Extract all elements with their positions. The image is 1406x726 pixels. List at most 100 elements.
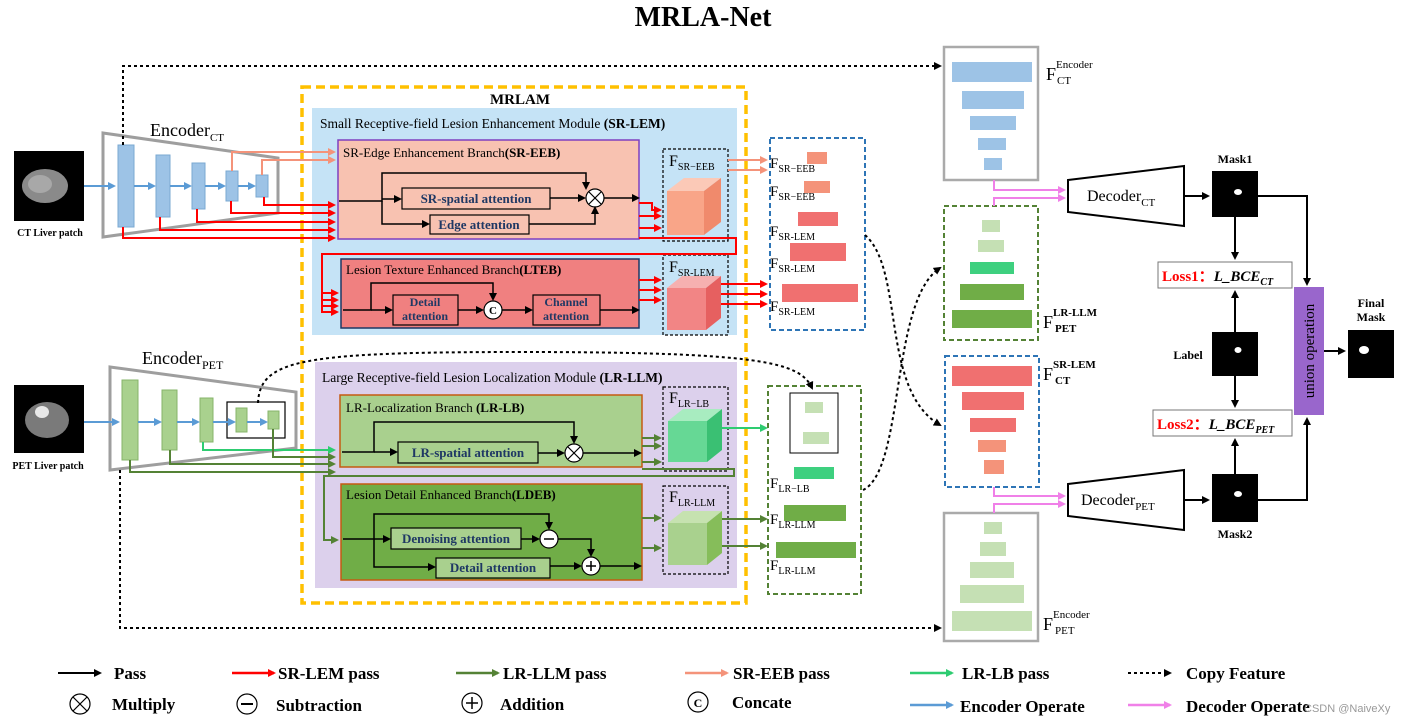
ct-input-image (14, 151, 84, 221)
sr-eeb-pass-arrows (231, 148, 336, 175)
decoder-operate-arrows (993, 180, 1066, 513)
label-image (1212, 332, 1258, 376)
lr-llm-title: Large Receptive-field Lesion Localizatio… (322, 370, 663, 385)
stack-ct-encoder-sub: CT (1057, 75, 1071, 87)
lteb-title: Lesion Texture Enhanced Branch(LTEB) (346, 262, 561, 277)
loss1-label: Loss1：L_BCECT (1162, 269, 1274, 288)
lr-output-label-0: FLR−LB (770, 476, 810, 495)
decoder-pet-label: DecoderPET (1081, 492, 1155, 513)
legend-subtraction-icon (236, 693, 258, 715)
sr-spatial-attention-label: SR-spatial attention (421, 191, 533, 206)
subtraction-symbol (539, 529, 559, 549)
legend-lr-lb-label: LR-LB pass (962, 664, 1050, 683)
lr-llm-pass-arrows (129, 429, 768, 552)
lr-spatial-attention-label: LR-spatial attention (412, 445, 525, 460)
denoising-attention-label: Denoising attention (402, 531, 511, 546)
detail-attention-ldeb-box (435, 557, 551, 579)
union-operation-label: union operation (1302, 303, 1318, 398)
stack-pet-encoder-sub: PET (1055, 625, 1075, 637)
lr-output-slabs (776, 402, 856, 558)
legend-multiply-icon (69, 693, 91, 715)
sr-eeb-output-arrows (728, 156, 768, 174)
decoder-ct (1067, 164, 1185, 228)
union-operation-box (1294, 287, 1324, 415)
legend-multiply-label: Multiply (112, 695, 176, 714)
legend-addition-label: Addition (500, 695, 565, 714)
legend-copy-feature-label: Copy Feature (1186, 664, 1286, 683)
sr-lem-cube (667, 276, 721, 330)
encoder-ct-label: EncoderCT (150, 120, 224, 144)
edge-attention-label: Edge attention (438, 217, 520, 232)
lr-llm-cube (668, 511, 722, 565)
label-label: Label (1173, 348, 1203, 362)
addition-symbol (581, 556, 601, 576)
legend-encoder-operate-label: Encoder Operate (960, 697, 1085, 716)
concat-symbol: C (483, 300, 503, 320)
lr-lb-cube (668, 409, 722, 462)
legend-concat-icon: C (687, 691, 709, 713)
pet-input-image (14, 385, 84, 453)
lr-lb-feature-label: FLR−LB (669, 390, 709, 410)
lr-lb-title: LR-Localization Branch (LR-LB) (346, 400, 524, 415)
loss1-box (1157, 261, 1293, 289)
legend-lr-llm-label: LR-LLM pass (503, 664, 607, 683)
sr-output-label-3: FSR-LEM (770, 256, 815, 275)
encoder-pet (108, 365, 298, 472)
ldeb-title: Lesion Detail Enhanced Branch(LDEB) (346, 487, 556, 502)
legend-decoder-operate-label: Decoder Operate (1186, 697, 1310, 716)
mrlam-box (300, 85, 748, 605)
mask2-image (1212, 474, 1258, 522)
stack-pet-encoder-label: FEncoder (1043, 609, 1090, 634)
detail-attention-box (392, 294, 459, 326)
decoder-ct-label: DecoderCT (1087, 188, 1156, 209)
loss2-box (1152, 409, 1293, 437)
legend-concat-label: Concate (732, 693, 792, 712)
svg-text:C: C (694, 696, 703, 710)
stack-ct-srlem-sub: CT (1055, 375, 1071, 387)
sr-output-label-0: FSR−EEB (770, 156, 815, 175)
sr-eeb-cube (667, 178, 721, 235)
decoder-pet (1067, 468, 1185, 532)
mrlam-label: MRLAM (490, 92, 550, 108)
legend-sr-lem-label: SR-LEM pass (278, 664, 380, 683)
multiply-symbol (585, 188, 605, 208)
legend: Pass SR-LEM pass LR-LLM pass SR-EEB pass… (58, 664, 1310, 716)
stack-pet-lrllm-slabs (952, 220, 1032, 328)
mask1-image (1212, 171, 1258, 217)
channel-attention-box (532, 294, 601, 326)
svg-text:C: C (489, 305, 497, 317)
lr-llm-feature-box (662, 485, 729, 575)
sr-eeb-feature-label: FSR−EEB (669, 153, 715, 173)
stack-ct-encoder-label: FEncoder (1046, 59, 1093, 84)
stack-ct-srlem-label: FSR-LEM (1043, 359, 1096, 384)
sr-lem-title: Small Receptive-field Lesion Enhancement… (320, 116, 665, 131)
lr-outputs-box (767, 385, 862, 595)
loss2-label: Loss2：L_BCEPET (1157, 417, 1275, 436)
output-pass-arrows (1184, 192, 1346, 504)
pet-input-label: PET Liver patch (12, 461, 84, 472)
sr-lem-pass-arrows (122, 197, 768, 316)
sr-output-label-4: FSR-LEM (770, 299, 815, 318)
final-mask-image (1348, 330, 1394, 378)
stack-ct-encoder-slabs (952, 62, 1032, 170)
lr-output-label-1: FLR-LLM (770, 512, 816, 531)
mask2-label: Mask2 (1218, 527, 1253, 541)
sr-output-label-2: FSR-LEM (770, 224, 815, 243)
stack-pet-lrllm-label: FLR-LLM (1043, 307, 1098, 332)
stack-pet-lrllm-sub: PET (1055, 323, 1077, 335)
legend-subtraction-label: Subtraction (276, 696, 363, 715)
lr-multiply-symbol (564, 443, 584, 463)
lr-lb-pass-arrows (202, 424, 768, 454)
lr-output-label-2: FLR-LLM (770, 558, 816, 577)
legend-pass-label: Pass (114, 664, 147, 683)
watermark: CSDN @NaiveXy (1304, 703, 1391, 715)
detail-attention-ldeb-label: Detail attention (450, 560, 537, 575)
lr-llm-feature-label: FLR-LLM (669, 489, 715, 509)
copy-feature-paths (119, 62, 942, 632)
sr-lem-feature-label: FSR-LEM (669, 259, 715, 279)
sr-eeb-feature-box (662, 148, 729, 242)
